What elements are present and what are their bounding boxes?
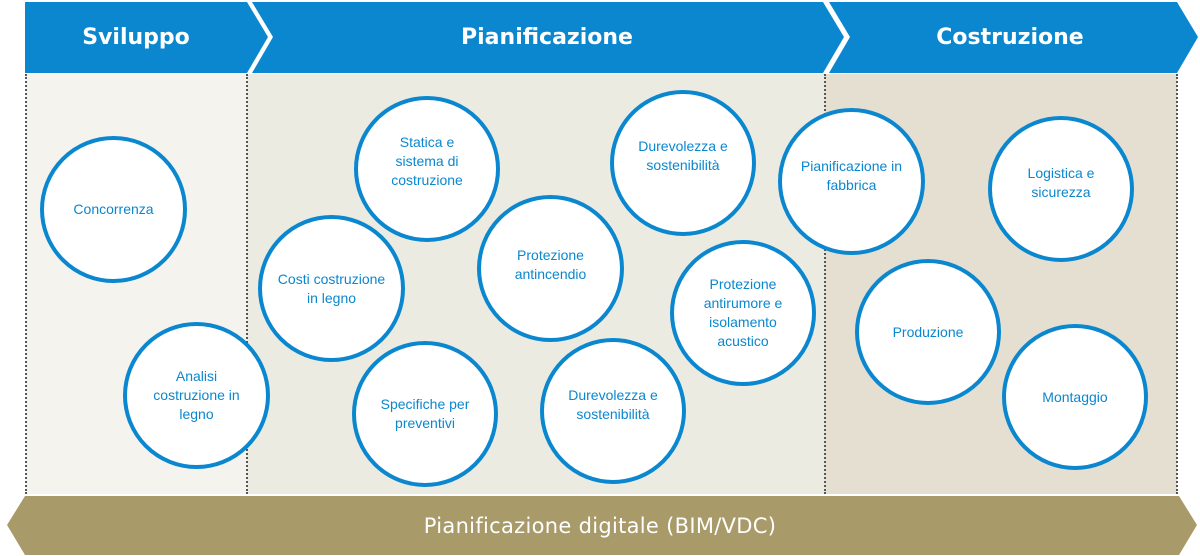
divider-pianificazione-costruzione xyxy=(824,74,826,494)
circle-produzione: Produzione xyxy=(855,259,1001,405)
circle-durevolezza-top: Durevolezza e sostenibilità xyxy=(610,90,756,236)
circle-label: Montaggio xyxy=(1042,388,1108,405)
circle-label: Concorrenza xyxy=(73,201,154,217)
circle-specifiche-preventivi: Specifiche per preventivi xyxy=(352,341,498,487)
circle-concorrenza: Concorrenza xyxy=(40,136,187,283)
phase-arrow-pianificazione xyxy=(252,2,844,73)
circle-label: Analisi costruzione in legno xyxy=(153,368,240,422)
circle-analisi-costruzione: Analisi costruzione in legno xyxy=(123,322,270,469)
circle-label: Protezione antincendio xyxy=(514,246,587,282)
circle-label: Costi costruzione in legno xyxy=(277,270,386,306)
phase-arrow-costruzione xyxy=(829,2,1198,73)
phase-arrow-sviluppo xyxy=(25,2,268,73)
circle-label: Durevolezza e sostenibilità xyxy=(568,387,658,422)
phase-label-pianificazione: Pianificazione xyxy=(461,25,633,50)
phase-label-sviluppo: Sviluppo xyxy=(82,25,190,50)
phase-label-costruzione: Costruzione xyxy=(936,25,1084,50)
circle-montaggio: Montaggio xyxy=(1002,324,1148,470)
circle-protezione-antincendio: Protezione antincendio xyxy=(477,195,624,342)
circle-label: Specifiche per preventivi xyxy=(380,396,470,431)
circle-costi-costruzione: Costi costruzione in legno xyxy=(258,215,405,362)
circle-label: Durevolezza e sostenibilità xyxy=(638,138,728,173)
circle-durevolezza-bottom: Durevolezza e sostenibilità xyxy=(540,338,686,484)
circle-label: Produzione xyxy=(892,323,964,340)
divider-left xyxy=(25,74,27,494)
circle-logistica-sicurezza: Logistica e sicurezza xyxy=(988,116,1134,262)
circle-label: Logistica e sicurezza xyxy=(1027,165,1095,200)
circle-label: Statica e sistema di costruzione xyxy=(391,133,463,188)
circle-pianificazione-fabbrica: Pianificazione in fabbrica xyxy=(778,108,925,255)
circle-statica-sistema: Statica e sistema di costruzione xyxy=(354,96,500,242)
circle-label: Protezione antirumore e isolamento acust… xyxy=(703,276,783,349)
circle-protezione-antirumore: Protezione antirumore e isolamento acust… xyxy=(670,240,816,386)
divider-sviluppo-pianificazione xyxy=(246,74,248,494)
circle-label: Pianificazione in fabbrica xyxy=(800,157,903,193)
bottom-bar-shape xyxy=(7,496,1197,555)
bottom-bar-label: Pianificazione digitale (BIM/VDC) xyxy=(423,514,777,538)
divider-right xyxy=(1176,74,1178,494)
